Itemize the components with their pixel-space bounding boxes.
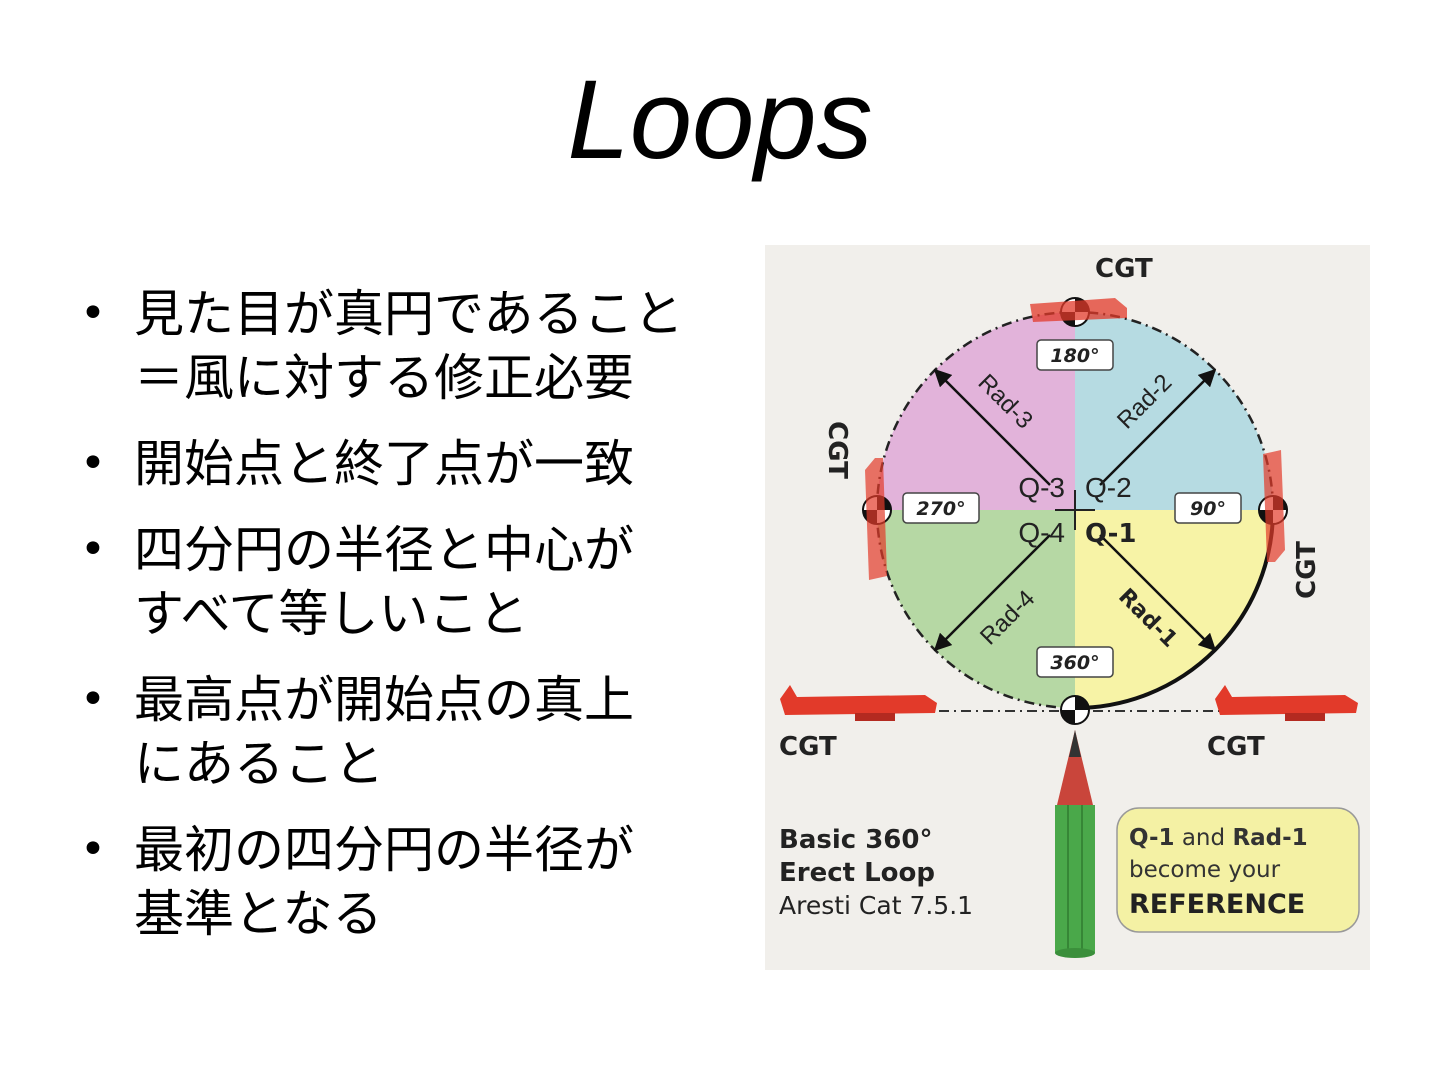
rad-arrow-3 [933,368,1051,486]
cgt-label-right: CGT [1292,541,1322,599]
caption-line-3: Aresti Cat 7.5.1 [779,891,973,920]
bullet-item: 四分円の半径と中心が すべて等しいこと [78,518,728,646]
cgt-label-top: CGT [1095,254,1153,284]
angle-tag-left: 270° [916,498,965,520]
pencil-icon [1055,730,1095,958]
reference-line-3: REFERENCE [1129,889,1305,920]
bullet-text: 基準となる [134,885,383,943]
bullet-item: 最初の四分円の半径が 基準となる [78,818,728,946]
angle-tag-top: 180° [1050,345,1099,367]
quadrant-label-q2: Q-2 [1085,472,1132,503]
quadrant-label-q4: Q-4 [1018,517,1065,548]
bullet-text: 最高点が開始点の真上 [134,671,634,729]
angle-tag-bottom-box [1036,646,1114,678]
plane-top-icon [1030,298,1127,322]
bullet-text: にあること [134,735,384,793]
angle-tag-top-box [1036,339,1114,371]
bullet-item: 最高点が開始点の真上 にあること [78,668,728,796]
bullet-text: 開始点と終了点が一致 [134,435,634,493]
cgt-marker-bottom [1060,695,1090,725]
bullet-text: 四分円の半径と中心が [134,521,634,579]
angle-tag-bottom: 360° [1050,652,1099,674]
plane-bottom-left-icon [780,685,937,721]
cgt-label-left: CGT [822,421,852,479]
reference-and: and [1175,825,1233,851]
angle-tag-right: 90° [1190,498,1226,520]
reference-rad1: Rad-1 [1232,825,1307,851]
reference-box [1116,807,1360,933]
plane-bottom-right-icon [1215,685,1358,721]
cgt-label-bottom-right: CGT [1207,732,1265,762]
bullet-list: 見た目が真円であること ＝風に対する修正必要 開始点と終了点が一致 四分円の半径… [78,282,728,968]
plane-left-icon [865,458,887,580]
slide-title: Loops [567,57,873,182]
bullet-item: 見た目が真円であること ＝風に対する修正必要 [78,282,728,410]
reference-line-1: Q-1 and Rad-1 [1129,825,1308,851]
loop-diagram-svg: Rad-2 Rad-3 Rad-4 Rad-1 Q-3 Q-2 Q-4 Q-1 … [779,254,1360,958]
quadrant-label-q1: Q-1 [1085,519,1136,549]
rad-arrow-1 [1099,534,1217,652]
bullet-text: 最初の四分円の半径が [134,821,634,879]
angle-tag-right-box [1174,492,1242,524]
reference-line-2: become your [1129,857,1281,883]
quadrant-label-q3: Q-3 [1018,472,1065,503]
bullet-text: 見た目が真円であること [134,285,684,343]
caption-line-2: Erect Loop [779,858,935,888]
bullet-text: すべて等しいこと [134,585,529,643]
loop-diagram: Rad-2 Rad-3 Rad-4 Rad-1 Q-3 Q-2 Q-4 Q-1 … [765,245,1370,970]
reference-q1: Q-1 [1129,825,1175,851]
plane-right-icon [1263,450,1285,562]
angle-tag-left-box [902,492,980,524]
rad-arrow-2 [1099,368,1217,486]
bullet-item: 開始点と終了点が一致 [78,432,728,496]
bullet-text: ＝風に対する修正必要 [134,349,634,407]
rad-arrow-4 [933,534,1051,652]
caption-line-1: Basic 360° [779,825,933,855]
cgt-label-bottom-left: CGT [779,732,837,762]
